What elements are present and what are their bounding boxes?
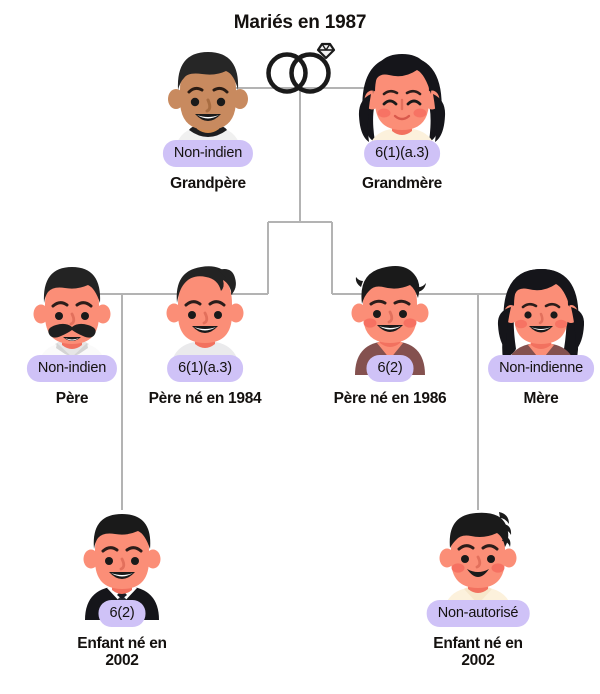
person-caption: Père né en 1984 — [148, 390, 262, 407]
avatar-mother-non-indian: Non-indienne — [466, 257, 600, 382]
status-badge: 6(2) — [366, 354, 414, 382]
status-badge: 6(1)(a.3) — [364, 139, 440, 167]
person-caption: Enfant né en 2002 — [77, 635, 167, 670]
person-caption: Mère — [523, 390, 559, 407]
avatar-child-right-2002: Non-autorisé — [403, 502, 553, 627]
person-caption: Grandpère — [170, 175, 246, 192]
avatar-father-born-1986: 6(2) — [315, 257, 465, 382]
person-grandmother[interactable]: 6(1)(a.3) Grandmère — [327, 42, 477, 192]
person-caption: Père — [55, 390, 89, 407]
status-badge: 6(1)(a.3) — [167, 354, 243, 382]
avatar-grandmother: 6(1)(a.3) — [327, 42, 477, 167]
avatar-child-left-2002: 6(2) — [47, 502, 197, 627]
status-badge: Non-indien — [26, 354, 118, 382]
person-grandfather[interactable]: Non-indien Grandpère — [133, 42, 283, 192]
person-father-born-1986[interactable]: 6(2) Père né en 1986 — [315, 257, 465, 407]
person-father-born-1984[interactable]: 6(1)(a.3) Père né en 1984 — [130, 257, 280, 407]
person-caption: Père né en 1986 — [333, 390, 447, 407]
person-father-non-indian[interactable]: Non-indien Père — [0, 257, 147, 407]
person-caption: Grandmère — [362, 175, 442, 192]
person-child-left-2002[interactable]: 6(2) Enfant né en 2002 — [47, 502, 197, 670]
status-badge: Non-indien — [162, 139, 254, 167]
wedding-rings-icon — [266, 42, 336, 94]
person-caption: Enfant né en 2002 — [433, 635, 523, 670]
status-badge: Non-autorisé — [426, 599, 530, 627]
status-badge: Non-indienne — [488, 354, 594, 382]
avatar-father-non-indian: Non-indien — [0, 257, 147, 382]
avatar-father-born-1984: 6(1)(a.3) — [130, 257, 280, 382]
person-child-right-2002[interactable]: Non-autorisé Enfant né en 2002 — [403, 502, 553, 670]
status-badge: 6(2) — [98, 599, 146, 627]
person-mother-non-indian[interactable]: Non-indienne Mère — [466, 257, 600, 407]
page-title: Mariés en 1987 — [233, 12, 367, 33]
avatar-grandfather: Non-indien — [133, 42, 283, 167]
